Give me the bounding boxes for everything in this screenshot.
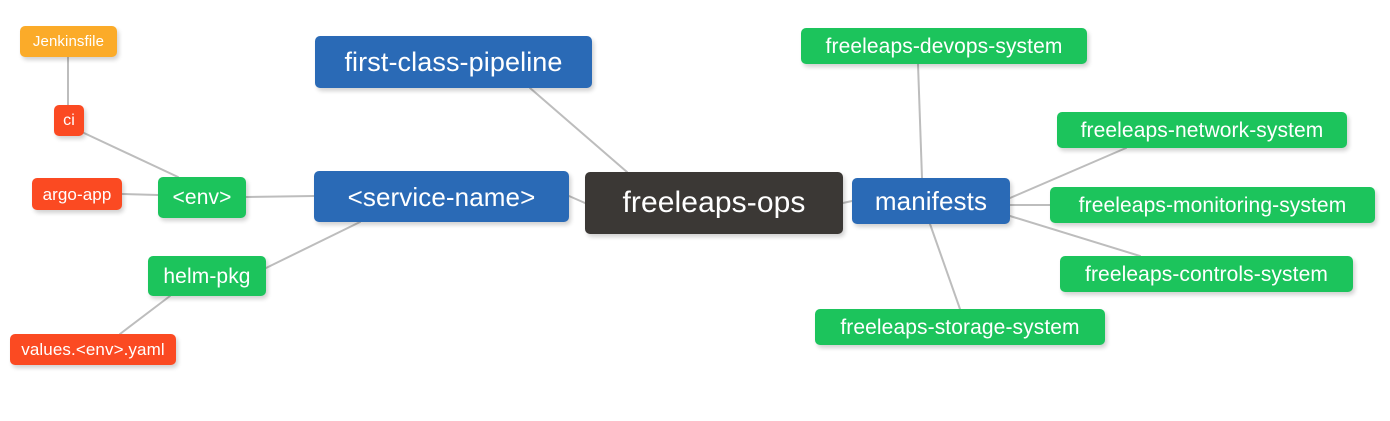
edge-env-to-ci xyxy=(83,132,179,178)
node-jenkinsfile[interactable]: Jenkinsfile xyxy=(20,26,117,57)
node-ci[interactable]: ci xyxy=(54,105,84,136)
node-freeleaps-storage-system[interactable]: freeleaps-storage-system xyxy=(815,309,1105,345)
edge-env-to-argo-app xyxy=(121,193,159,196)
edge-service-name-to-helm-pkg xyxy=(265,221,361,269)
node-argo-app[interactable]: argo-app xyxy=(32,178,122,210)
edge-freeleaps-ops-to-first-class-pipeline xyxy=(529,87,628,173)
edge-helm-pkg-to-values-env-yaml xyxy=(119,295,171,335)
edge-freeleaps-ops-to-service-name xyxy=(568,195,586,204)
node-freeleaps-devops-system[interactable]: freeleaps-devops-system xyxy=(801,28,1087,64)
node-freeleaps-network-system[interactable]: freeleaps-network-system xyxy=(1057,112,1347,148)
node-helm-pkg[interactable]: helm-pkg xyxy=(148,256,266,296)
edge-manifests-to-freeleaps-devops-system xyxy=(917,63,923,179)
edge-manifests-to-freeleaps-storage-system xyxy=(929,223,961,310)
node-freeleaps-controls-system[interactable]: freeleaps-controls-system xyxy=(1060,256,1353,292)
node-first-class-pipeline[interactable]: first-class-pipeline xyxy=(315,36,592,88)
node-freeleaps-monitoring-system[interactable]: freeleaps-monitoring-system xyxy=(1050,187,1375,223)
node-service-name[interactable]: <service-name> xyxy=(314,171,569,222)
edge-freeleaps-ops-to-manifests xyxy=(842,200,853,204)
node-values-env-yaml[interactable]: values.<env>.yaml xyxy=(10,334,176,365)
edge-service-name-to-env xyxy=(245,195,315,198)
node-manifests[interactable]: manifests xyxy=(852,178,1010,224)
node-env[interactable]: <env> xyxy=(158,177,246,218)
node-freeleaps-ops[interactable]: freeleaps-ops xyxy=(585,172,843,234)
